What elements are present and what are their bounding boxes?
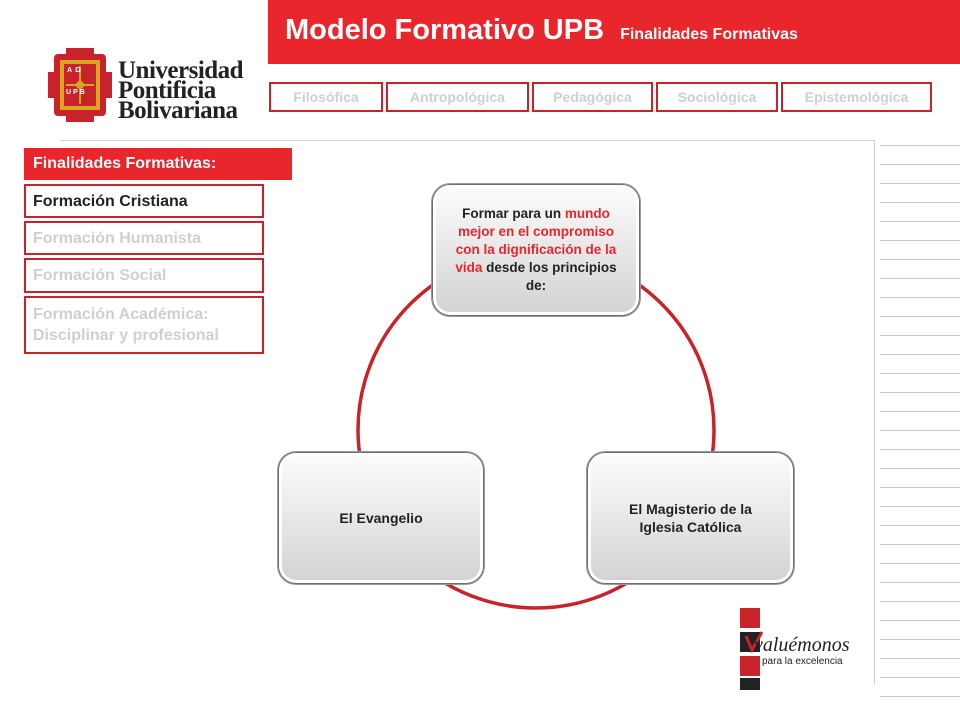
tab-pedagogica[interactable]: Pedagógica <box>532 82 653 112</box>
node-top-text-part1: Formar para un <box>462 206 562 221</box>
divider-horizontal <box>60 140 874 141</box>
page-title-text: Modelo Formativo UPB <box>285 14 605 46</box>
node-top-text: Formar para un mundo mejor en el comprom… <box>445 205 627 295</box>
page-title: Modelo Formativo UPB Finalidades Formati… <box>285 14 798 47</box>
logo-letter-omega: Ω <box>75 67 84 74</box>
stripe-line <box>880 335 960 336</box>
stripe-line <box>880 411 960 412</box>
stripe-line <box>880 164 960 165</box>
stripe-line <box>880 563 960 564</box>
stripe-line <box>880 373 960 374</box>
stripe-line <box>880 183 960 184</box>
stripe-line <box>880 354 960 355</box>
stripe-line <box>880 202 960 203</box>
stripe-line <box>880 392 960 393</box>
node-top-text-highlight: mundo mejor en el compromiso con la dign… <box>455 206 617 275</box>
menu-item-formacion-academica[interactable]: Formación Académica: Disciplinar y profe… <box>24 296 264 354</box>
node-top-text-part3: desde los principios de: <box>486 260 617 293</box>
stripe-line <box>880 677 960 678</box>
stripe-line <box>880 582 960 583</box>
evaluemonos-logo-icon <box>740 608 764 690</box>
stripe-line <box>880 487 960 488</box>
stripe-line <box>880 658 960 659</box>
logo-letter-b: B <box>79 89 87 96</box>
tab-epistemologica[interactable]: Epistemológica <box>781 82 932 112</box>
node-left-text: El Evangelio <box>339 510 423 526</box>
node-top: Formar para un mundo mejor en el comprom… <box>432 184 640 316</box>
logo-line-2: Pontificia <box>118 77 216 104</box>
logo-shield-upb: UPB <box>66 89 87 96</box>
evaluemonos-tagline: para la excelencia <box>762 656 843 667</box>
stripe-line <box>880 449 960 450</box>
menu-heading: Finalidades Formativas: <box>24 148 292 180</box>
node-right-text: El Magisterio de la Iglesia Católica <box>629 501 752 535</box>
stripe-line <box>880 601 960 602</box>
logo-line-3: Bolivariana <box>118 97 238 124</box>
node-el-magisterio: El Magisterio de la Iglesia Católica <box>587 452 794 584</box>
stripe-line <box>880 506 960 507</box>
stripe-line <box>880 221 960 222</box>
stripe-line <box>880 145 960 146</box>
node-el-evangelio: El Evangelio <box>278 452 484 584</box>
menu-item-formacion-cristiana[interactable]: Formación Cristiana <box>24 184 264 218</box>
stripe-line <box>880 430 960 431</box>
header-bar <box>268 0 960 64</box>
stripe-line <box>880 639 960 640</box>
page-subtitle: Finalidades Formativas <box>620 26 798 43</box>
logo-letter-u: U <box>66 89 74 96</box>
logo-shield-letters: AΩ <box>67 67 87 74</box>
tab-filosofica[interactable]: Filosófica <box>269 82 383 112</box>
menu-item-formacion-social[interactable]: Formación Social <box>24 258 264 293</box>
university-logo-icon <box>48 48 112 122</box>
divider-vertical <box>874 140 875 685</box>
logo-letter-alpha: A <box>67 67 76 74</box>
stripe-line <box>880 278 960 279</box>
evaluemonos-word: valuémonos <box>754 634 850 656</box>
stripe-line <box>880 620 960 621</box>
tab-sociologica[interactable]: Sociológica <box>656 82 778 112</box>
stripe-line <box>880 696 960 697</box>
stripe-line <box>880 544 960 545</box>
tab-antropologica[interactable]: Antropológica <box>386 82 529 112</box>
logo-line-1: Universidad <box>118 57 244 84</box>
stripe-line <box>880 316 960 317</box>
stripe-line <box>880 297 960 298</box>
stripe-line <box>880 525 960 526</box>
stripe-line <box>880 468 960 469</box>
menu-item-formacion-humanista[interactable]: Formación Humanista <box>24 221 264 255</box>
logo-letter-p: P <box>73 89 80 96</box>
stripe-line <box>880 259 960 260</box>
stripe-line <box>880 240 960 241</box>
